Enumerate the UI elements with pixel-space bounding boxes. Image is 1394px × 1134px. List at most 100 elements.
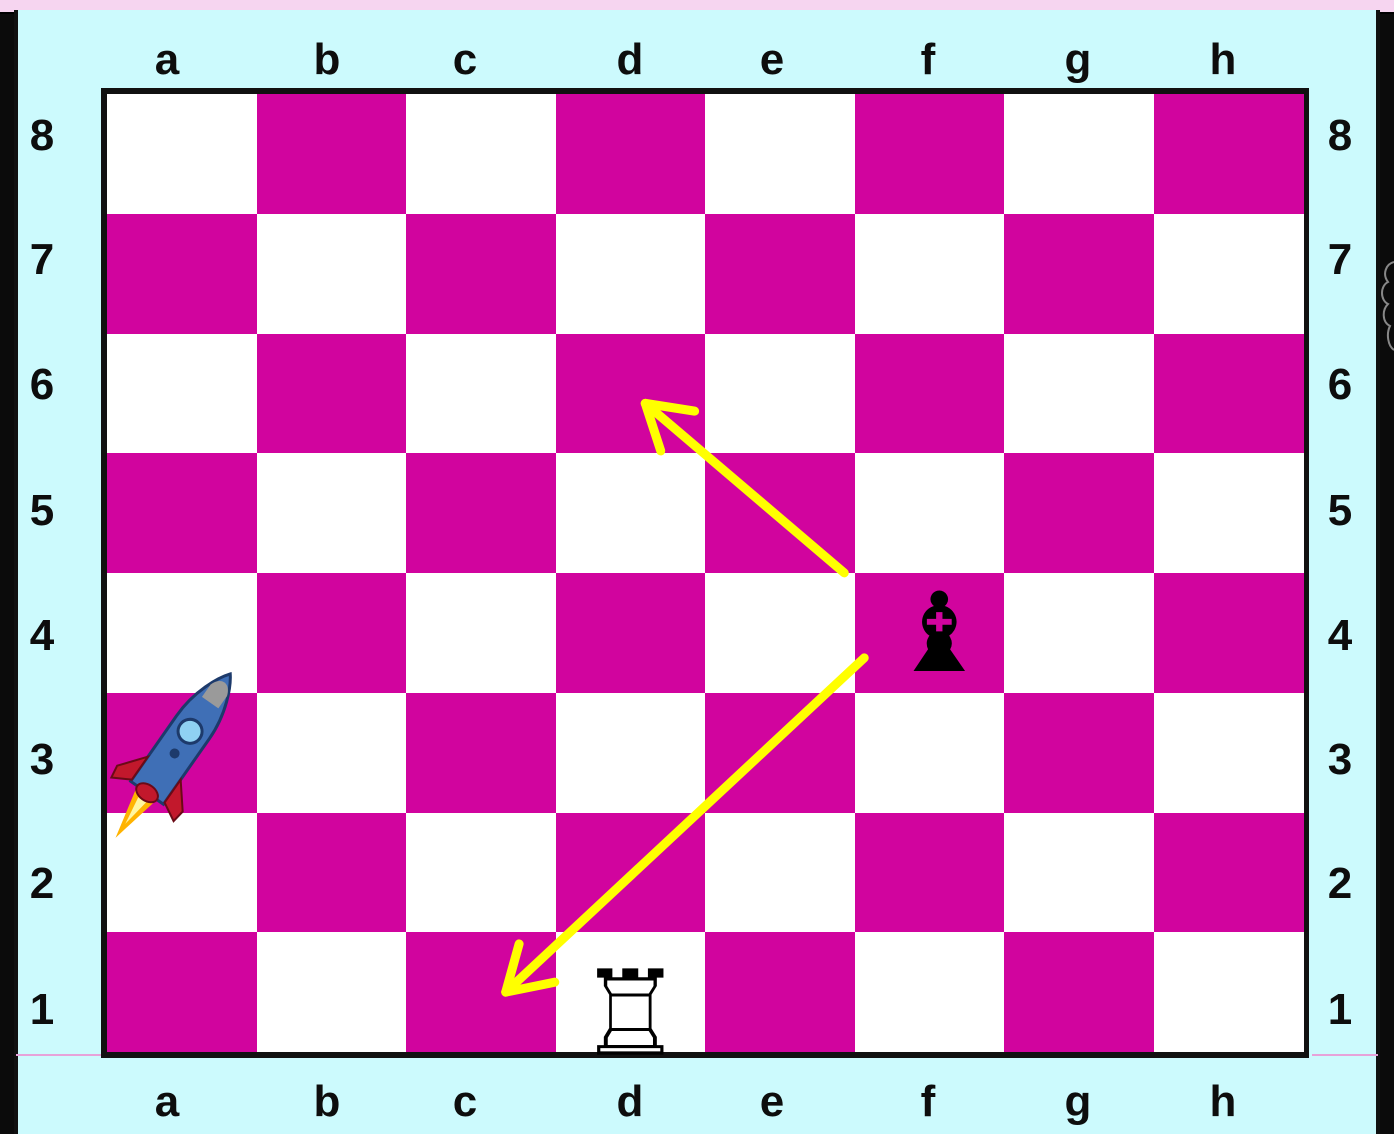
rank-label-right-7: 7 — [1320, 238, 1360, 282]
square-c5[interactable] — [406, 453, 556, 573]
square-h2[interactable] — [1154, 813, 1304, 933]
square-d6[interactable] — [556, 334, 706, 454]
cloud-edge-icon — [1380, 256, 1394, 356]
square-h6[interactable] — [1154, 334, 1304, 454]
square-f3[interactable] — [855, 693, 1005, 813]
square-a5[interactable] — [107, 453, 257, 573]
file-label-top-b: b — [297, 38, 357, 82]
square-c6[interactable] — [406, 334, 556, 454]
square-c4[interactable] — [406, 573, 556, 693]
square-f8[interactable] — [855, 94, 1005, 214]
file-label-bottom-c: c — [435, 1080, 495, 1124]
square-f7[interactable] — [855, 214, 1005, 334]
square-b6[interactable] — [257, 334, 407, 454]
file-label-top-g: g — [1048, 38, 1108, 82]
square-b4[interactable] — [257, 573, 407, 693]
square-d2[interactable] — [556, 813, 706, 933]
chessboard — [101, 88, 1309, 1058]
square-b5[interactable] — [257, 453, 407, 573]
rank-label-right-2: 2 — [1320, 862, 1360, 906]
square-d8[interactable] — [556, 94, 706, 214]
square-a4[interactable] — [107, 573, 257, 693]
square-a2[interactable] — [107, 813, 257, 933]
square-e6[interactable] — [705, 334, 855, 454]
square-g8[interactable] — [1004, 94, 1154, 214]
rank-label-right-4: 4 — [1320, 614, 1360, 658]
square-a1[interactable] — [107, 932, 257, 1052]
square-c8[interactable] — [406, 94, 556, 214]
square-e5[interactable] — [705, 453, 855, 573]
file-label-top-d: d — [600, 38, 660, 82]
square-c1[interactable] — [406, 932, 556, 1052]
file-label-top-c: c — [435, 38, 495, 82]
file-label-bottom-f: f — [898, 1080, 958, 1124]
square-e8[interactable] — [705, 94, 855, 214]
square-a7[interactable] — [107, 214, 257, 334]
square-c7[interactable] — [406, 214, 556, 334]
square-f6[interactable] — [855, 334, 1005, 454]
square-d4[interactable] — [556, 573, 706, 693]
square-h3[interactable] — [1154, 693, 1304, 813]
square-h5[interactable] — [1154, 453, 1304, 573]
file-label-top-h: h — [1193, 38, 1253, 82]
square-h4[interactable] — [1154, 573, 1304, 693]
square-f5[interactable] — [855, 453, 1005, 573]
rank-label-left-7: 7 — [22, 238, 62, 282]
square-g2[interactable] — [1004, 813, 1154, 933]
rank-label-left-5: 5 — [22, 489, 62, 533]
square-b7[interactable] — [257, 214, 407, 334]
rank-label-left-4: 4 — [22, 614, 62, 658]
rank-label-left-2: 2 — [22, 862, 62, 906]
rank-label-left-6: 6 — [22, 363, 62, 407]
square-e4[interactable] — [705, 573, 855, 693]
square-b3[interactable] — [257, 693, 407, 813]
square-a6[interactable] — [107, 334, 257, 454]
square-h7[interactable] — [1154, 214, 1304, 334]
square-e1[interactable] — [705, 932, 855, 1052]
square-f4[interactable] — [855, 573, 1005, 693]
square-f1[interactable] — [855, 932, 1005, 1052]
square-e7[interactable] — [705, 214, 855, 334]
rank-label-left-3: 3 — [22, 738, 62, 782]
rank-label-right-6: 6 — [1320, 363, 1360, 407]
square-b2[interactable] — [257, 813, 407, 933]
square-d7[interactable] — [556, 214, 706, 334]
square-e3[interactable] — [705, 693, 855, 813]
file-label-bottom-e: e — [742, 1080, 802, 1124]
file-label-top-e: e — [742, 38, 802, 82]
file-label-bottom-g: g — [1048, 1080, 1108, 1124]
file-label-bottom-d: d — [600, 1080, 660, 1124]
square-c3[interactable] — [406, 693, 556, 813]
file-label-top-a: a — [137, 38, 197, 82]
rank-label-left-8: 8 — [22, 114, 62, 158]
rank-label-right-8: 8 — [1320, 114, 1360, 158]
square-g7[interactable] — [1004, 214, 1154, 334]
square-g1[interactable] — [1004, 932, 1154, 1052]
rank-label-left-1: 1 — [22, 988, 62, 1032]
edge-divider-right — [1312, 1054, 1378, 1056]
edge-divider-left — [16, 1054, 104, 1056]
square-d3[interactable] — [556, 693, 706, 813]
file-label-top-f: f — [898, 38, 958, 82]
rank-label-right-5: 5 — [1320, 489, 1360, 533]
square-g4[interactable] — [1004, 573, 1154, 693]
rank-label-right-3: 3 — [1320, 738, 1360, 782]
square-d5[interactable] — [556, 453, 706, 573]
file-label-bottom-h: h — [1193, 1080, 1253, 1124]
square-g5[interactable] — [1004, 453, 1154, 573]
square-b8[interactable] — [257, 94, 407, 214]
square-g3[interactable] — [1004, 693, 1154, 813]
rank-label-right-1: 1 — [1320, 988, 1360, 1032]
square-b1[interactable] — [257, 932, 407, 1052]
square-c2[interactable] — [406, 813, 556, 933]
square-a3[interactable] — [107, 693, 257, 813]
square-a8[interactable] — [107, 94, 257, 214]
file-label-bottom-a: a — [137, 1080, 197, 1124]
square-e2[interactable] — [705, 813, 855, 933]
square-h8[interactable] — [1154, 94, 1304, 214]
square-f2[interactable] — [855, 813, 1005, 933]
square-d1[interactable] — [556, 932, 706, 1052]
square-h1[interactable] — [1154, 932, 1304, 1052]
square-g6[interactable] — [1004, 334, 1154, 454]
file-label-bottom-b: b — [297, 1080, 357, 1124]
